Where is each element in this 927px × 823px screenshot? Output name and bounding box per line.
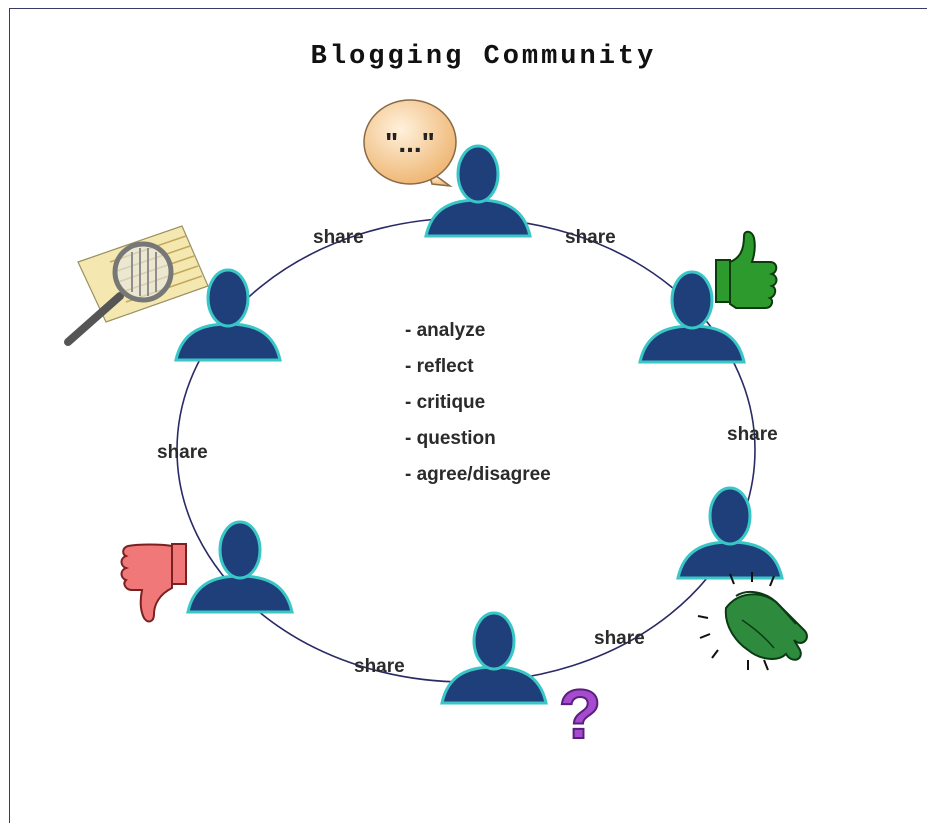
share-label: share <box>594 628 645 649</box>
speech-bubble-icon: "..." <box>363 99 457 188</box>
person-lower-right <box>676 486 784 580</box>
share-label: share <box>313 227 364 248</box>
person-lower-left <box>186 520 294 614</box>
diagram-title: Blogging Community <box>310 42 657 72</box>
center-list-item: - critique <box>405 392 486 413</box>
thumbs-up-icon <box>715 230 778 309</box>
diagram-frame <box>9 8 927 823</box>
speech-bubble-text: "..." <box>385 127 435 158</box>
center-list-item: - reflect <box>405 356 474 377</box>
share-label: share <box>565 227 616 248</box>
center-list-item: - agree/disagree <box>405 464 551 485</box>
share-label: share <box>157 442 208 463</box>
clapping-hands-icon <box>697 572 808 671</box>
center-list-item: - analyze <box>405 320 486 341</box>
thumbs-down-icon <box>120 543 187 623</box>
share-label: share <box>354 656 405 677</box>
question-mark-icon: ? <box>559 675 602 753</box>
person-bottom <box>440 611 548 705</box>
share-label: share <box>727 424 778 445</box>
magnifying-glass-icon <box>64 225 209 346</box>
center-list-item: - question <box>405 428 496 449</box>
